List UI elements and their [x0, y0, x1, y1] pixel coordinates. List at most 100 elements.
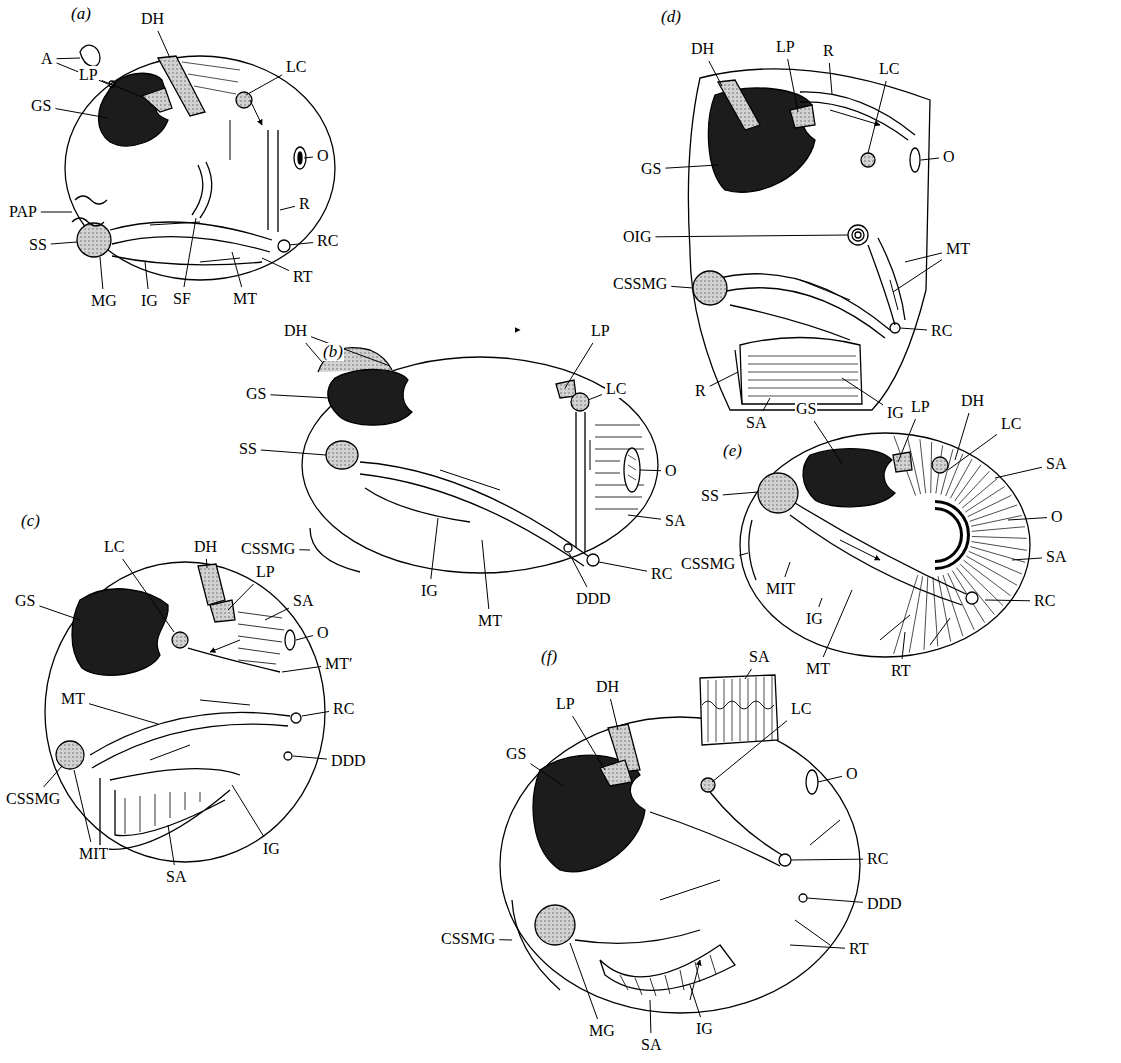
panel-letter: (b) [322, 343, 344, 361]
panel-e-drawing-part [932, 457, 948, 473]
part-label: IG [886, 404, 905, 422]
panel-c-drawing-part [100, 778, 230, 849]
panel-c-drawing-part [238, 612, 284, 664]
leader-line [293, 756, 327, 759]
panel-d-drawing-part [855, 232, 861, 238]
part-label: LC [285, 58, 307, 76]
panel-d-drawing-part [848, 225, 868, 245]
leader-line [650, 1000, 652, 1033]
part-label: LP [775, 38, 796, 56]
panel-f-drawing-part [806, 770, 818, 794]
leader-line [985, 600, 1030, 602]
leader-line [710, 372, 738, 386]
leader-line [499, 939, 512, 940]
leader-line [569, 553, 587, 587]
leader-line [123, 559, 174, 632]
part-label: SA [165, 868, 187, 886]
panel-c-drawing-part [90, 712, 290, 768]
panel-letter: (e) [722, 442, 743, 460]
leader-line [948, 434, 997, 470]
panel-a-drawing-part [236, 92, 252, 108]
part-label: IG [420, 582, 439, 600]
panel-b-drawing-part [587, 554, 599, 566]
panel-e-drawing-part [840, 540, 950, 645]
panel-a-drawing-part [182, 62, 240, 94]
part-label: DDD [330, 752, 367, 770]
part-label: MT′ [324, 655, 354, 673]
leader-line [902, 632, 905, 659]
panel-c-drawing-part [198, 564, 225, 605]
leader-line [306, 343, 322, 362]
part-label: DH [960, 392, 985, 410]
leader-line [807, 898, 863, 902]
panel-d-drawing-part [852, 229, 864, 241]
part-label: CSSMG [612, 275, 668, 293]
part-label: MT [805, 660, 831, 678]
leader-line [723, 492, 758, 495]
leader-line [311, 337, 390, 366]
leader-line [790, 945, 845, 948]
part-label: DH [283, 322, 308, 340]
part-label: DH [193, 538, 218, 556]
panel-c-drawing [45, 562, 325, 862]
panel-b-drawing-part [624, 448, 640, 492]
leader-line [823, 590, 852, 657]
leader-line [819, 598, 822, 607]
panel-b-drawing-part [556, 380, 576, 398]
part-label: RC [332, 700, 355, 718]
part-label: MG [588, 1022, 616, 1040]
panel-e-drawing [740, 433, 1030, 657]
leader-line [588, 395, 602, 400]
panel-d-drawing-part [708, 88, 815, 192]
part-label: RT [848, 940, 869, 958]
panel-a-drawing-part [77, 223, 111, 257]
panel-c-drawing-part [285, 630, 295, 650]
part-label: MT [945, 240, 971, 258]
leader-line [299, 549, 310, 550]
panel-b-drawing-part [595, 425, 644, 509]
part-label: MT [477, 612, 503, 630]
panel-e-drawing-part [893, 452, 912, 472]
panel-a-drawing [65, 45, 335, 280]
leader-line [1012, 558, 1042, 560]
panel-a-drawing-part [72, 196, 107, 226]
panel-b-drawing-part [326, 441, 358, 469]
leader-line [1008, 518, 1047, 520]
panel-b-drawing-part [576, 412, 585, 552]
panel-a-drawing-part [80, 45, 100, 66]
part-label: IG [140, 292, 159, 310]
panel-f-drawing-part [779, 854, 791, 866]
part-label: RC [1033, 592, 1056, 610]
panel-b-drawing-part [360, 462, 588, 566]
part-label: O [845, 765, 859, 783]
panel-d-drawing-part [748, 356, 858, 396]
leader-line [655, 235, 848, 237]
panel-a-drawing-part [298, 152, 302, 164]
panel-d-drawing-part [868, 238, 905, 325]
panel-e-drawing-part [790, 503, 966, 605]
leader-line [265, 608, 289, 620]
part-label: CSSMG [240, 540, 296, 558]
stripe-line [962, 478, 997, 508]
leader-line [168, 825, 174, 865]
part-label: RC [316, 232, 339, 250]
leader-line [246, 75, 282, 95]
leader-line [145, 262, 148, 289]
leader-line [599, 562, 647, 571]
part-label: CSSMG [680, 555, 736, 573]
panel-e-drawing-part [935, 505, 965, 565]
part-label: SA [640, 1036, 662, 1054]
leader-line [893, 260, 942, 292]
leader-line [57, 63, 108, 84]
panel-a-drawing-part [192, 162, 212, 218]
leader-line [51, 242, 77, 244]
stripe-line [946, 454, 963, 496]
part-label: SA [1045, 455, 1067, 473]
part-label: DH [595, 678, 620, 696]
stripe-line [970, 505, 1017, 521]
leader-line [610, 699, 618, 730]
part-label: SS [700, 487, 720, 505]
panel-d-drawing-part [688, 69, 930, 410]
part-label: O [1050, 508, 1064, 526]
